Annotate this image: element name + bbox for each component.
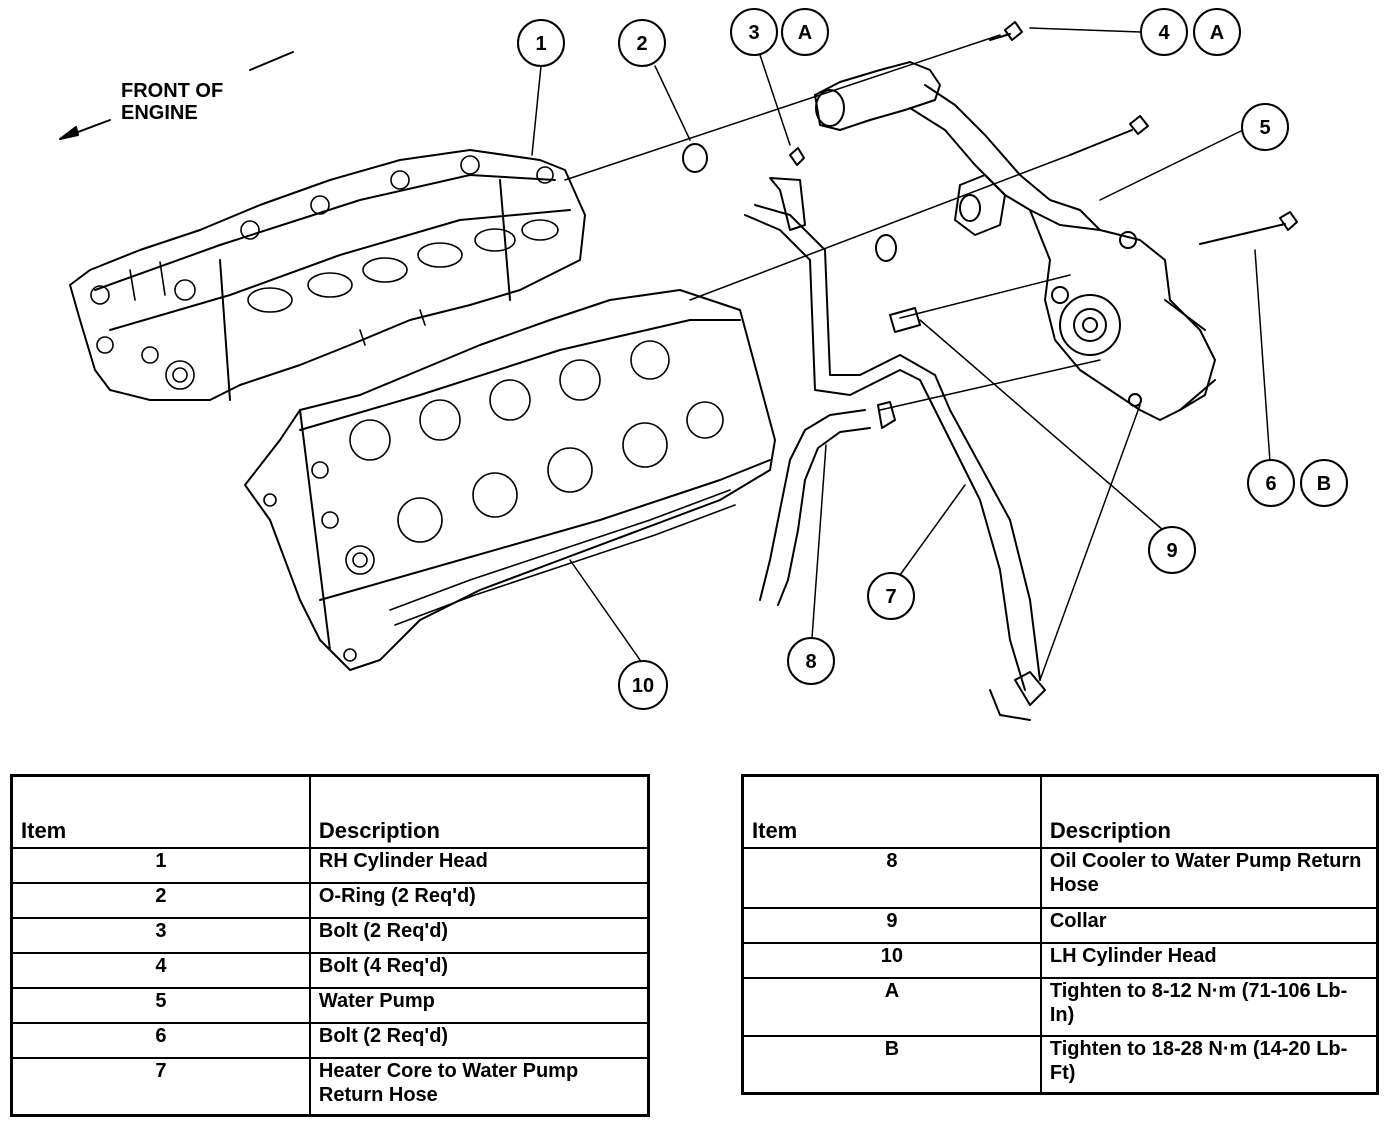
item-number: 10 <box>741 941 1042 979</box>
item-description: Water Pump <box>308 986 650 1024</box>
item-number: 7 <box>10 1056 311 1117</box>
item-description: Tighten to 18-28 N·m (14-20 Lb-Ft) <box>1039 1034 1379 1095</box>
bolt-upper <box>1069 115 1149 156</box>
callout-2: 2 <box>636 33 647 55</box>
item-number: 3 <box>10 916 311 954</box>
table-row: 3 Bolt (2 Req'd) <box>10 916 650 954</box>
callout-9: 9 <box>1166 540 1177 562</box>
table-row: 10 LH Cylinder Head <box>741 941 1379 979</box>
item-description: Bolt (4 Req'd) <box>308 951 650 989</box>
bolt-4 <box>989 21 1023 41</box>
front-label-line2: ENGINE <box>121 102 198 124</box>
front-of-engine-arrow <box>59 51 294 140</box>
parts-table-right: Item Description 8 Oil Cooler to Water P… <box>741 774 1379 1095</box>
table-row: B Tighten to 18-28 N·m (14-20 Lb-Ft) <box>741 1034 1379 1095</box>
parts-table-left: Item Description 1 RH Cylinder Head 2 O-… <box>10 774 650 1117</box>
item-number: 8 <box>741 846 1042 909</box>
item-description: Oil Cooler to Water Pump Return Hose <box>1039 846 1379 909</box>
header-item: Item <box>741 774 1042 849</box>
item-number: B <box>741 1034 1042 1095</box>
o-ring-upper <box>682 143 708 173</box>
item-description: Tighten to 8-12 N·m (71-106 Lb-In) <box>1039 976 1379 1037</box>
callout-1: 1 <box>535 33 546 55</box>
callout-5: 5 <box>1259 117 1270 139</box>
table-row: 6 Bolt (2 Req'd) <box>10 1021 650 1059</box>
item-description: O-Ring (2 Req'd) <box>308 881 650 919</box>
table-row: 9 Collar <box>741 906 1379 944</box>
callout-8: 8 <box>805 651 816 673</box>
callout-6: 6 <box>1265 473 1276 495</box>
table-row: 2 O-Ring (2 Req'd) <box>10 881 650 919</box>
leader-lines <box>531 27 1271 681</box>
header-description: Description <box>308 774 650 849</box>
callout-3: 3 <box>748 22 759 44</box>
callout-4: 4 <box>1158 22 1170 44</box>
table-header-row: Item Description <box>10 774 650 849</box>
item-description: Collar <box>1039 906 1379 944</box>
table-header-row: Item Description <box>741 774 1379 849</box>
table-row: 4 Bolt (4 Req'd) <box>10 951 650 989</box>
oil-cooler-return-hose <box>759 401 896 606</box>
o-ring-lower <box>875 234 897 262</box>
bolt-6 <box>1199 211 1298 245</box>
item-number: 1 <box>10 846 311 884</box>
item-description: Bolt (2 Req'd) <box>308 1021 650 1059</box>
callout-3a: A <box>798 22 812 44</box>
collar <box>889 307 921 333</box>
table-row: 5 Water Pump <box>10 986 650 1024</box>
item-description: LH Cylinder Head <box>1039 941 1379 979</box>
callout-10: 10 <box>632 675 654 697</box>
callout-7: 7 <box>885 586 896 608</box>
callout-4a: A <box>1210 22 1224 44</box>
table-row: 7 Heater Core to Water Pump Return Hose <box>10 1056 650 1117</box>
item-number: 5 <box>10 986 311 1024</box>
table-row: 1 RH Cylinder Head <box>10 846 650 884</box>
item-description: Heater Core to Water Pump Return Hose <box>308 1056 650 1117</box>
exploded-view-diagram: FRONT OF ENGINE 1 2 3 A 4 A 5 6 B 7 8 9 … <box>59 8 1348 721</box>
item-number: 9 <box>741 906 1042 944</box>
table-row: A Tighten to 8-12 N·m (71-106 Lb-In) <box>741 976 1379 1037</box>
table-row: 8 Oil Cooler to Water Pump Return Hose <box>741 846 1379 909</box>
water-pump <box>814 61 1216 421</box>
item-number: 2 <box>10 881 311 919</box>
heater-core-return-hose <box>744 204 1046 721</box>
rh-cylinder-head <box>69 149 586 401</box>
item-description: Bolt (2 Req'd) <box>308 916 650 954</box>
header-description: Description <box>1039 774 1379 849</box>
callout-6b: B <box>1317 473 1331 495</box>
lh-cylinder-head <box>244 289 776 671</box>
item-number: A <box>741 976 1042 1037</box>
bolt-3 <box>769 147 806 231</box>
item-number: 6 <box>10 1021 311 1059</box>
item-number: 4 <box>10 951 311 989</box>
header-item: Item <box>10 774 311 849</box>
front-label-line1: FRONT OF <box>121 80 223 102</box>
item-description: RH Cylinder Head <box>308 846 650 884</box>
